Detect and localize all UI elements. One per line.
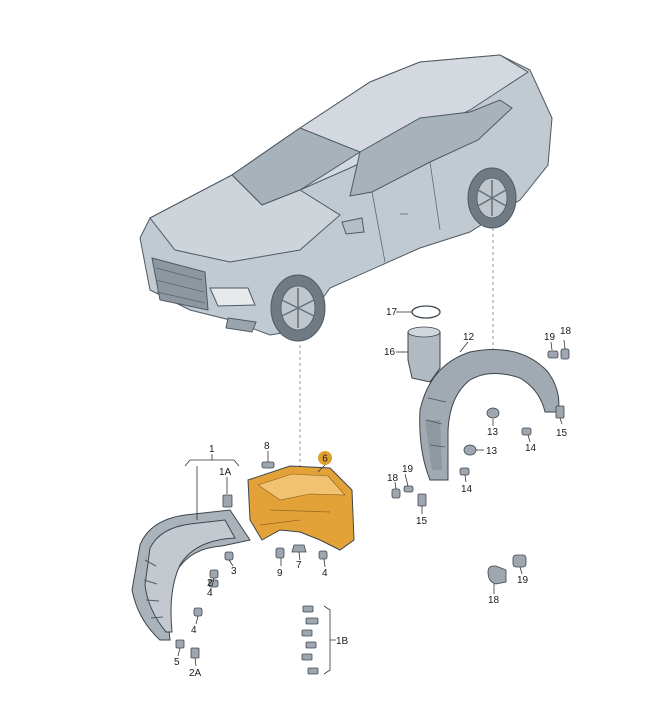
label-12: 12 <box>463 332 475 343</box>
label-19-top: 19 <box>544 332 556 343</box>
label-13-left: 13 <box>486 446 498 457</box>
label-8: 8 <box>264 441 270 452</box>
label-19-left: 19 <box>402 464 414 475</box>
label-13-top: 13 <box>487 427 499 438</box>
label-1: 1 <box>209 444 215 455</box>
label-3: 3 <box>231 566 237 577</box>
label-6: 6 <box>322 454 328 465</box>
front-wheel-housing-liner <box>131 509 251 641</box>
label-5: 5 <box>174 657 180 668</box>
label-9: 9 <box>277 568 283 579</box>
label-4-left: 4 <box>207 588 213 599</box>
label-14-right: 14 <box>525 443 537 454</box>
part-6-wheel-arch-shield <box>247 465 355 551</box>
label-7: 7 <box>296 560 302 571</box>
leader-lines <box>177 311 566 675</box>
part-labels: 1 1A 8 3 4 2 4 5 2A 9 7 4 1B 17 16 12 19… <box>174 307 572 679</box>
label-14-left: 14 <box>461 484 473 495</box>
label-17: 17 <box>386 307 398 318</box>
label-15-bottom: 15 <box>416 516 428 527</box>
label-18-top: 18 <box>560 326 572 337</box>
label-2: 2 <box>207 578 213 589</box>
rear-wheel-housing-liner <box>419 349 560 481</box>
label-4-mid: 4 <box>322 568 328 579</box>
label-19-bottom: 19 <box>517 575 529 586</box>
label-16: 16 <box>384 347 396 358</box>
label-15-top: 15 <box>556 428 568 439</box>
part-16-bracket <box>407 326 441 383</box>
label-18-left: 18 <box>387 473 399 484</box>
label-18-bottom: 18 <box>488 595 500 606</box>
label-2a: 2A <box>189 668 202 679</box>
callout-badge-6: 6 <box>318 451 332 465</box>
label-1b: 1B <box>336 636 349 647</box>
car-illustration <box>139 54 553 342</box>
fasteners <box>175 348 570 675</box>
label-4-bottom: 4 <box>191 625 197 636</box>
label-1a: 1A <box>219 467 232 478</box>
part-17-ring <box>411 305 441 319</box>
